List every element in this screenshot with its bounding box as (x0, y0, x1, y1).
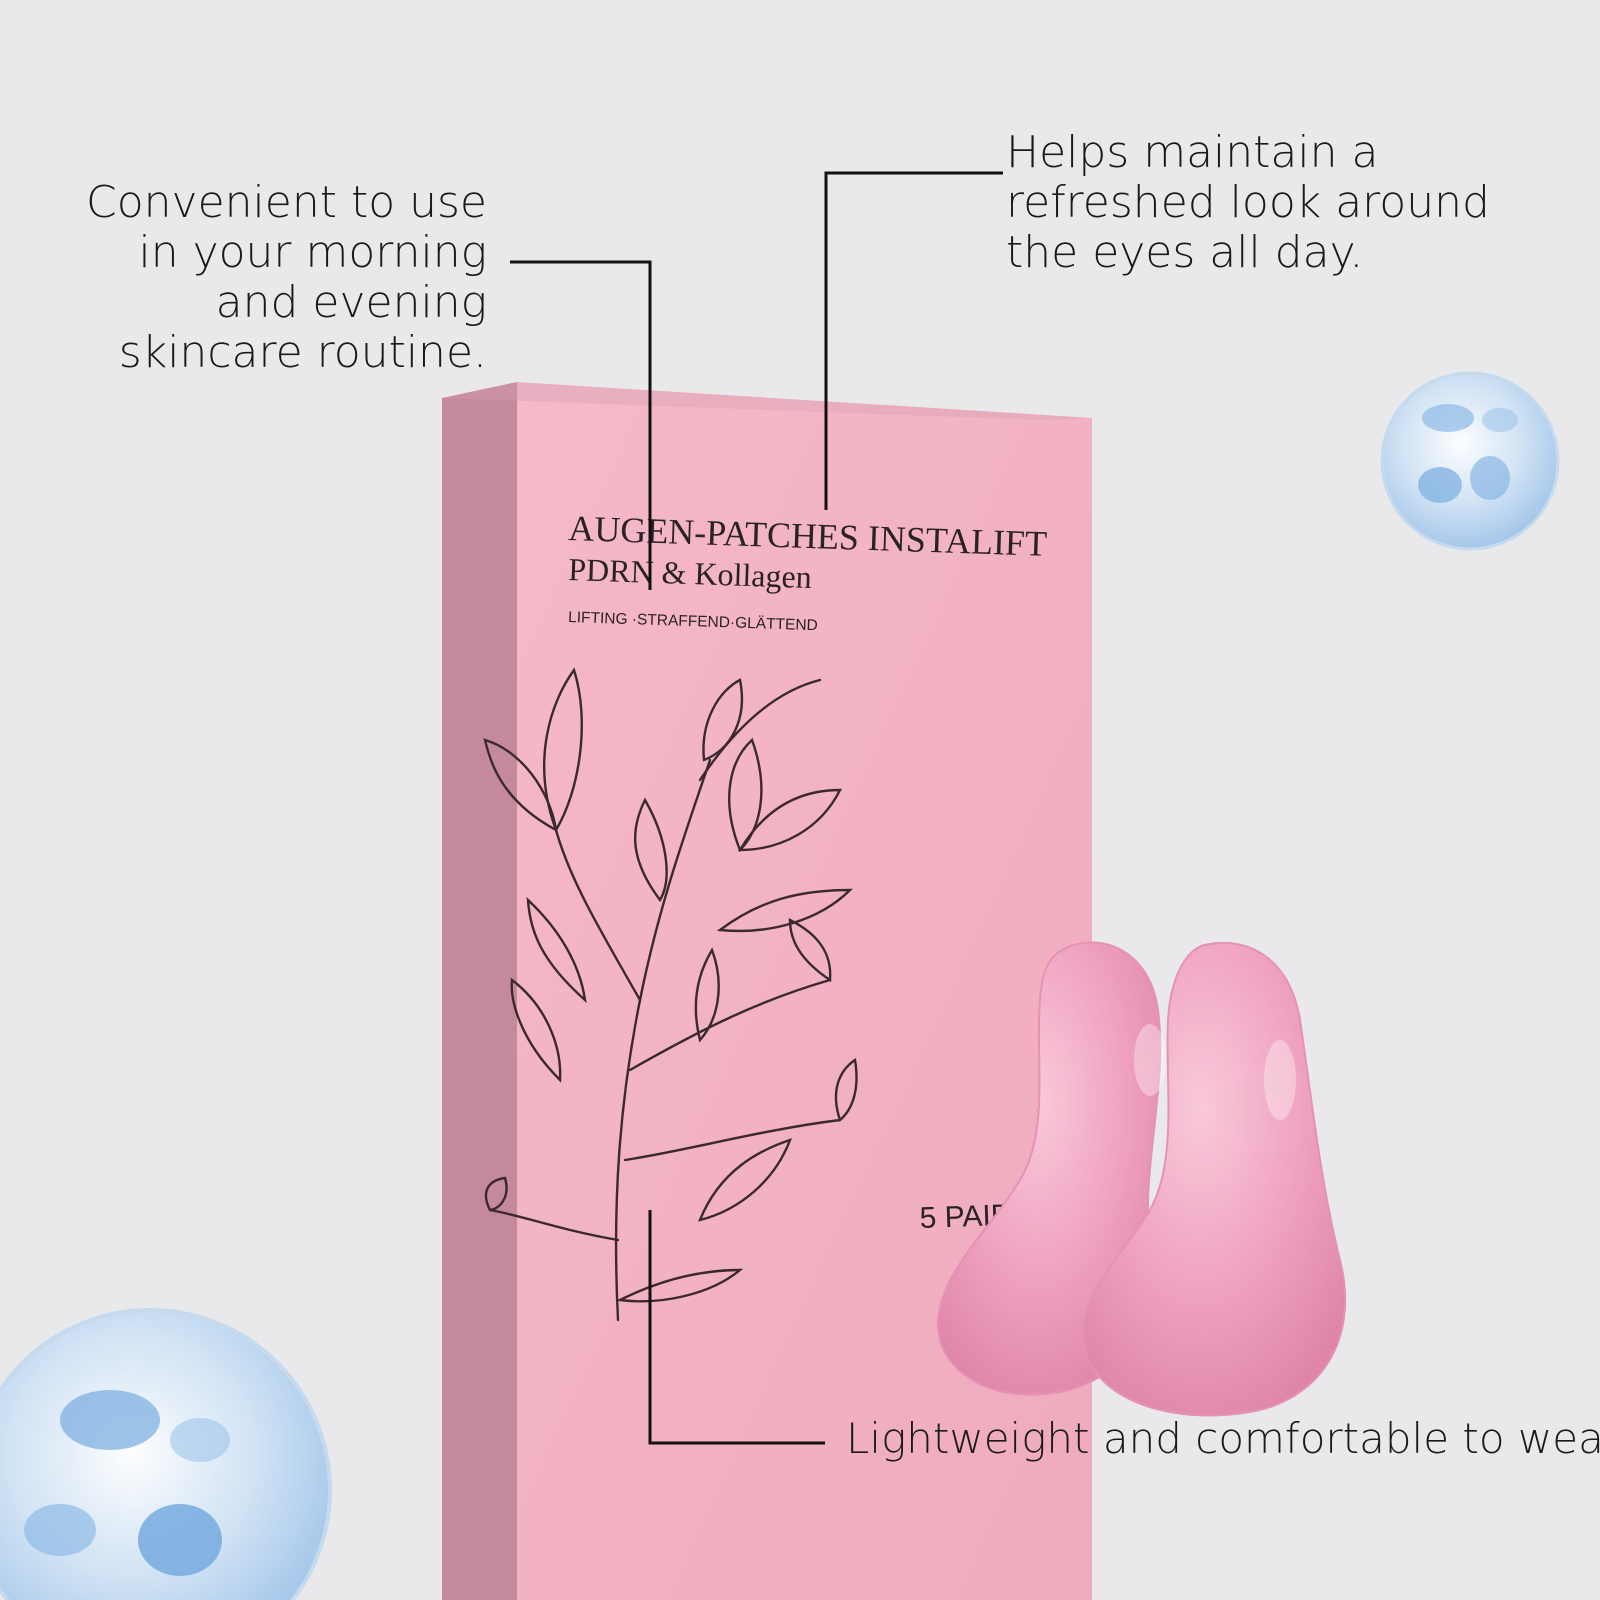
callout-text-routine: Convenient to use in your morning and ev… (86, 177, 487, 378)
leader-line-bottom (648, 1210, 825, 1445)
callout-text-refreshed-look: Helps maintain a refreshed look around t… (1006, 127, 1490, 278)
leader-line-left (510, 260, 652, 590)
product-subtitle: PDRN & Kollagen (568, 551, 813, 595)
callout-text-lightweight: Lightweight and comfortable to wear. (846, 1414, 1600, 1463)
gel-bubble-bottom-left (0, 1308, 332, 1600)
callout-leader-lines (510, 171, 1003, 1445)
botanical-line-art (483, 667, 858, 1322)
eye-patches (936, 941, 1347, 1417)
leader-line-right (824, 171, 1003, 510)
gel-bubble-top-right (1380, 371, 1560, 551)
eye-patch-right (1081, 941, 1347, 1417)
